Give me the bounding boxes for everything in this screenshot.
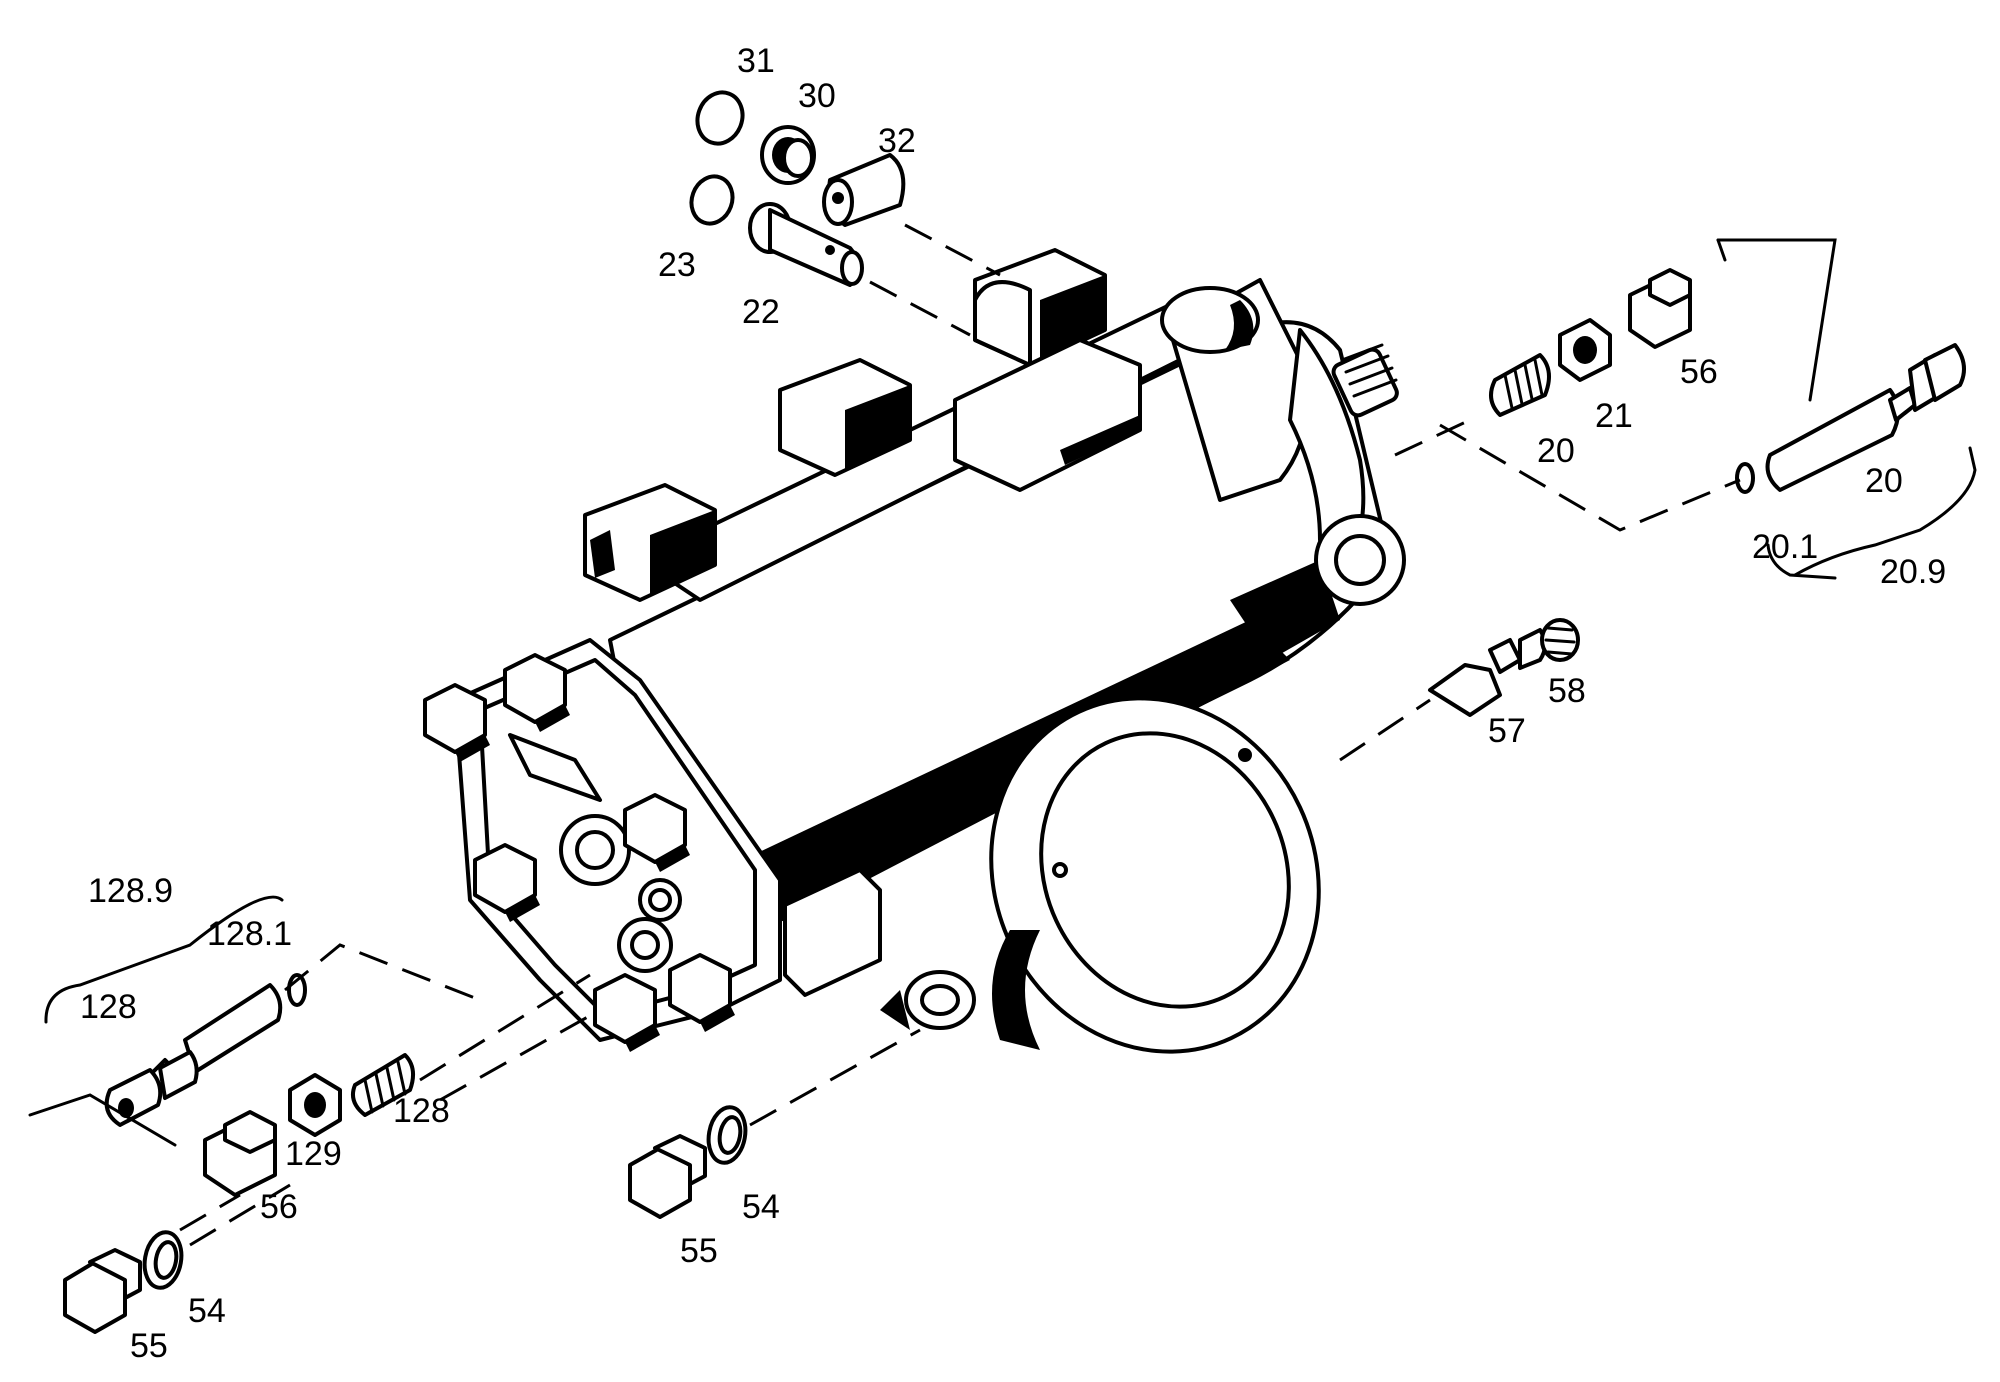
label-129: 129 (285, 1135, 342, 1173)
part-20-stud (1489, 353, 1551, 417)
label-57: 57 (1488, 712, 1526, 750)
part-58-plug (1540, 618, 1580, 662)
label-20-9: 20.9 (1880, 553, 1946, 591)
brace-20-1 (1766, 543, 1837, 580)
part-31-o-ring (695, 90, 745, 146)
label-58: 58 (1548, 672, 1586, 710)
label-54-mid: 54 (742, 1188, 780, 1226)
label-31: 31 (737, 42, 775, 80)
part-128-stud (351, 1053, 416, 1117)
part-22-valve-piston (748, 202, 864, 287)
cover-bolt (423, 683, 490, 762)
label-23: 23 (658, 246, 696, 284)
label-128-mid: 128 (393, 1092, 450, 1130)
label-32: 32 (878, 122, 916, 160)
label-20-right: 20 (1865, 462, 1903, 500)
part-57-grease-nipple (1428, 628, 1547, 717)
front-cover-plate (453, 638, 782, 1042)
label-128-9: 128.9 (88, 872, 173, 910)
label-55-mid: 55 (680, 1232, 718, 1270)
steering-gear-housing (583, 248, 1406, 1054)
label-128-1: 128.1 (207, 915, 292, 953)
part-54-sealing-ring-left (142, 1230, 184, 1290)
part-55-plug-mid (628, 1134, 707, 1219)
cover-bolt (668, 953, 735, 1032)
part-55-plug-left (63, 1248, 142, 1334)
part-56-cap-nut-top (1628, 268, 1692, 349)
cover-bolt (593, 973, 660, 1052)
leader-lines (28, 223, 1837, 1247)
label-20-1: 20.1 (1752, 528, 1818, 566)
label-56-top: 56 (1680, 353, 1718, 391)
label-22: 22 (742, 293, 780, 331)
part-21-nut (1558, 318, 1612, 382)
part-20-adjusting-screw (1765, 343, 1966, 492)
cover-bolt (503, 653, 570, 732)
label-55-left: 55 (130, 1327, 168, 1365)
part-labels: 31 30 32 23 22 56 21 20 20 20.1 20.9 58 … (80, 42, 1946, 1365)
part-23-o-ring (689, 174, 735, 226)
group-braces (44, 446, 1977, 1024)
part-56-cap-nut-bottom (203, 1110, 277, 1197)
cover-bolts (423, 653, 735, 1052)
part-128-1-o-ring (287, 973, 307, 1007)
cover-bolt (473, 843, 540, 922)
label-20-left: 20 (1537, 432, 1575, 470)
part-32-sleeve (822, 153, 906, 227)
label-54-left: 54 (188, 1292, 226, 1330)
part-20-1-o-ring (1735, 462, 1755, 494)
label-21: 21 (1595, 397, 1633, 435)
brace-128-9 (44, 895, 284, 1024)
label-128-left: 128 (80, 988, 137, 1026)
part-129-nut (288, 1073, 342, 1137)
brace-20-9 (1793, 446, 1977, 577)
label-56-bottom: 56 (260, 1188, 298, 1226)
label-30: 30 (798, 77, 836, 115)
cover-bolt (623, 793, 690, 872)
part-30-valve-seat (760, 125, 816, 185)
part-54-sealing-ring-mid (706, 1105, 748, 1165)
